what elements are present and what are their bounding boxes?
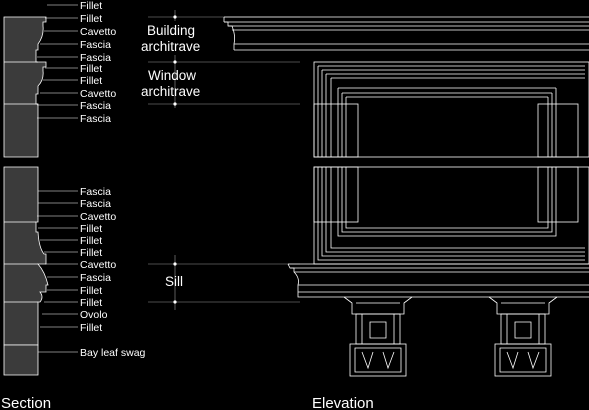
section-label: Fillet [80,247,102,259]
corbel-left [343,296,413,377]
section-label: Fascia [80,52,111,64]
section-label: Fillet [80,0,102,12]
section-label: Fillet [80,235,102,247]
elevation-view: Elevation [223,16,589,410]
section-leaders [37,4,78,353]
section-upper-wall [3,16,47,158]
section-label: Fascia [80,272,111,284]
building-architrave-label: architrave [141,39,200,54]
dimension-annotations: Building architrave Window architrave Si… [141,10,300,310]
section-label: Fascia [80,113,111,125]
window-architrave-label: Window [148,68,196,83]
section-label: Fillet [80,223,102,235]
section-swag-block [3,344,39,376]
section-label: Fillet [80,13,102,25]
section-label: Fillet [80,285,102,297]
section-label: Fillet [80,322,102,334]
section-label: Fillet [80,297,102,309]
section-label: Ovolo [80,309,108,321]
section-label: Fascia [80,39,111,51]
section-label: Fascia [80,186,111,198]
section-caption: Section [1,395,51,410]
elevation-caption: Elevation [312,395,374,410]
section-label: Fascia [80,198,111,210]
section-label: Fascia [80,100,111,112]
section-view: Fillet Fillet Cavetto Fascia Fascia Fill… [1,0,146,410]
section-lower-labels: Fascia Fascia Cavetto Fillet Fillet Fill… [80,186,146,359]
section-label: Fillet [80,63,102,75]
building-architrave [223,16,589,51]
corbel-right [488,296,558,377]
window-sill [287,263,589,298]
building-architrave-label: Building [147,23,195,38]
window-architrave-label: architrave [141,84,200,99]
section-label: Cavetto [80,259,116,271]
section-swag-label: Bay leaf swag [80,347,146,359]
section-upper-labels: Fillet Fillet Cavetto Fascia Fascia Fill… [80,0,116,125]
sill-label: Sill [165,274,183,289]
section-label: Cavetto [80,26,116,38]
section-lower-wall [3,166,49,346]
section-label: Cavetto [80,211,116,223]
window-architrave-lower [313,166,589,265]
section-label: Cavetto [80,88,116,100]
section-label: Fillet [80,75,102,87]
window-architrave-frame [313,61,589,158]
